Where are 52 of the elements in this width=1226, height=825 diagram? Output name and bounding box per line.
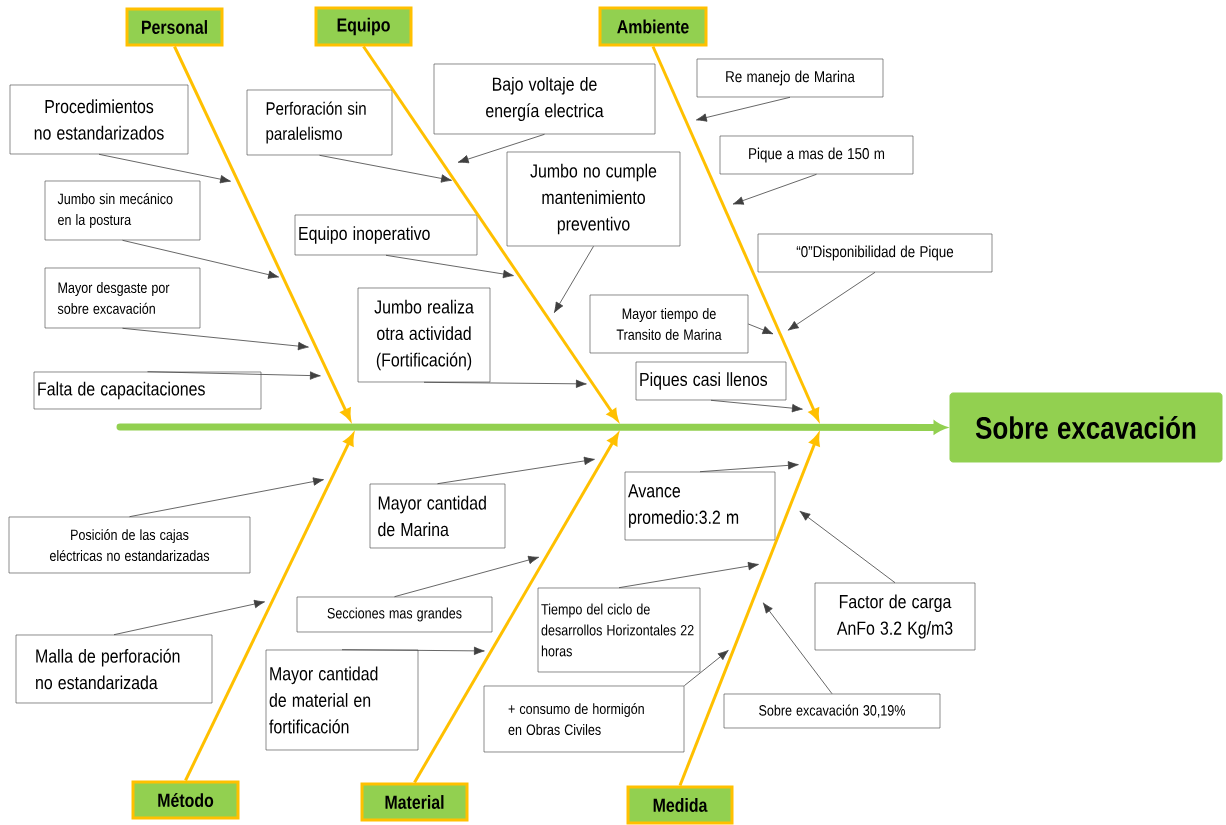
category-box: Material	[360, 782, 469, 822]
bone-arrow	[173, 45, 352, 421]
cause-arrow	[762, 602, 833, 695]
cause-arrow	[696, 96, 791, 122]
cause-arrow	[787, 271, 876, 331]
cause-box: Piques casi llenos	[635, 361, 787, 401]
cause-box: Mayor tiempo de Transito de Marina	[589, 294, 749, 354]
cause-arrow	[394, 555, 540, 598]
cause-arrow	[699, 461, 799, 473]
cause-box: Posición de las cajas eléctricas no estandarizadas	[8, 516, 251, 574]
cause-arrow	[147, 371, 321, 380]
cause-box: Pique a mas de 150 m	[719, 135, 914, 175]
cause-arrow	[122, 239, 279, 279]
bone-arrow	[651, 45, 820, 421]
cause-box: Secciones mas grandes	[296, 596, 493, 633]
cause-arrow	[618, 561, 759, 589]
cause-arrow	[732, 173, 817, 205]
cause-box: Mayor desgaste por sobre excavación	[44, 267, 201, 329]
cause-box: Avance promedio:3.2 m	[624, 471, 776, 541]
cause-box: Sobre excavación 30,19%	[723, 693, 941, 729]
cause-arrow	[747, 323, 774, 335]
cause-box: Falta de capacitaciones	[33, 371, 262, 410]
cause-box: Malla de perforación no estandarizada	[15, 634, 213, 704]
cause-arrow	[129, 477, 324, 518]
cause-arrow	[341, 646, 485, 656]
cause-box: Perforación sin paralelismo	[246, 89, 393, 156]
cause-box: Factor de carga AnFo 3.2 Kg/m3	[814, 582, 976, 651]
cause-arrow	[113, 599, 265, 636]
cause-arrow	[437, 456, 595, 485]
spine-arrow	[116, 421, 947, 434]
category-box: Medida	[626, 785, 734, 825]
cause-box: Mayor cantidad de material en fortificación	[265, 649, 419, 751]
category-box: Ambiente	[598, 6, 708, 47]
category-box: Personal	[125, 7, 224, 47]
category-box: Equipo	[314, 6, 413, 47]
bone-arrow	[184, 433, 354, 782]
cause-box: Re manejo de Marina	[696, 58, 884, 98]
cause-box: Procedimientos no estandarizados	[9, 84, 189, 155]
cause-box: Mayor cantidad de Marina	[369, 483, 506, 549]
cause-arrow	[710, 399, 803, 413]
cause-arrow	[799, 510, 896, 584]
category-box: Método	[131, 780, 240, 820]
bone-arrow	[413, 433, 619, 784]
cause-box: Jumbo sin mecánico en la postura	[44, 180, 201, 241]
effect-box: Sobre excavación	[949, 392, 1223, 463]
cause-box: + consumo de hormigón en Obras Civiles	[483, 685, 685, 753]
cause-box: “0”Disponibilidad de Pique	[757, 233, 993, 273]
cause-arrow	[122, 327, 309, 351]
bone-arrow	[678, 433, 820, 787]
cause-arrow	[98, 153, 231, 184]
cause-arrow	[683, 650, 729, 687]
cause-box: Tiempo del ciclo de desarrollos Horizontales 22 horas	[537, 587, 701, 673]
